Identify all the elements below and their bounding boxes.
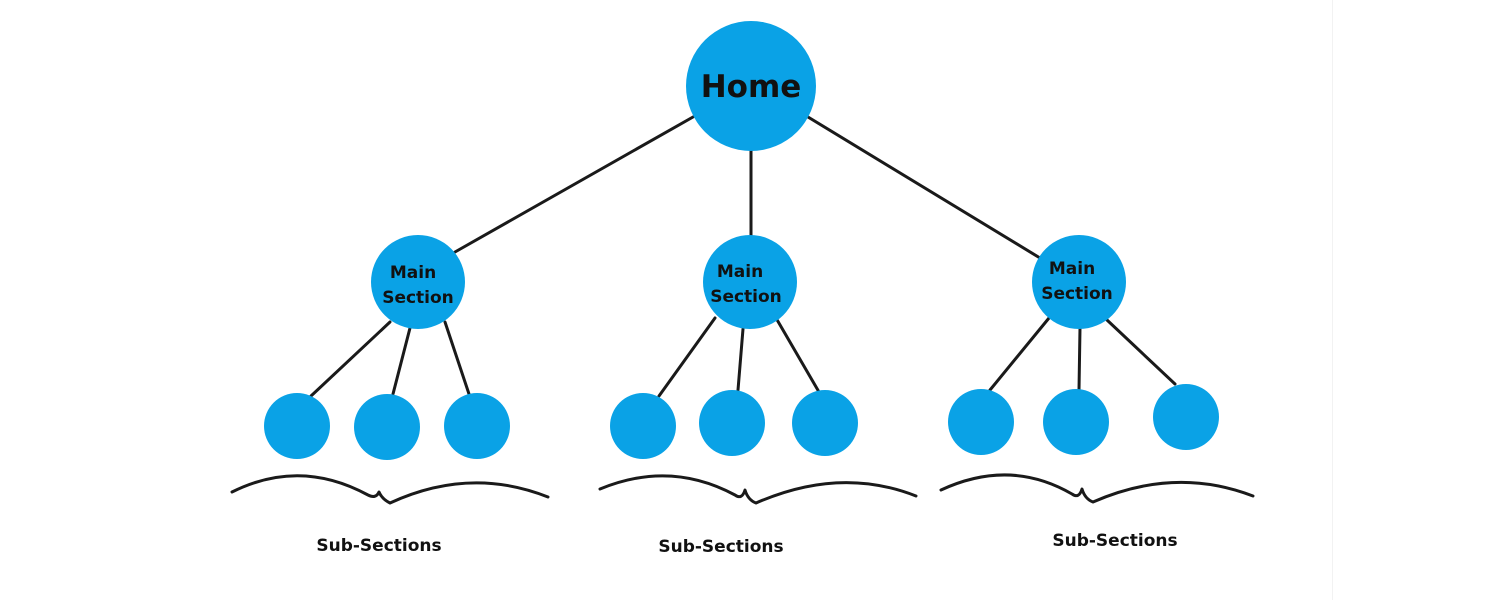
main-section-circle [371, 235, 465, 329]
sub-sections-brace-3 [939, 473, 1255, 504]
main-section-label-line-1: Main [1049, 259, 1095, 279]
edge-section-1-to-sub-2 [391, 326, 412, 396]
main-section-circle [1032, 235, 1126, 329]
edge-home-to-section-3 [806, 115, 1042, 260]
sub-sections-brace-2 [598, 474, 918, 505]
main-section-node-3: Main Section [1032, 235, 1126, 329]
edge-section-3-to-sub-2 [1077, 326, 1082, 392]
main-section-label: Main Section [1041, 259, 1113, 304]
edge-section-2-to-sub-2 [736, 327, 745, 392]
sub-section-node [610, 393, 676, 459]
sub-sections-caption-3: Sub-Sections [1052, 531, 1177, 551]
sub-section-node [354, 394, 420, 460]
main-section-label-line-1: Main [717, 262, 763, 282]
sub-section-node [444, 393, 510, 459]
edge-section-2-to-sub-1 [657, 316, 717, 398]
sub-sections-caption-2: Sub-Sections [658, 537, 783, 557]
edge-home-to-section-1 [453, 115, 695, 254]
home-node: Home [686, 21, 816, 151]
sub-section-node [792, 390, 858, 456]
sub-section-node [948, 389, 1014, 455]
edge-section-1-to-sub-1 [309, 320, 392, 398]
main-section-circle [703, 235, 797, 329]
main-section-label-line-1: Main [390, 263, 436, 283]
sub-sections-brace-1 [230, 474, 550, 505]
sub-section-node [264, 393, 330, 459]
edge-section-2-to-sub-3 [774, 316, 821, 394]
main-section-label-line-2: Section [382, 288, 454, 308]
sub-sections-caption-1: Sub-Sections [316, 536, 441, 556]
edge-section-1-to-sub-3 [443, 320, 471, 396]
home-label: Home [701, 69, 802, 105]
edge-section-3-to-sub-1 [988, 316, 1051, 392]
page-edge-divider [1332, 0, 1333, 600]
main-section-label-line-2: Section [710, 287, 782, 307]
sub-section-node [1043, 389, 1109, 455]
main-section-node-2: Main Section [703, 235, 797, 329]
main-section-label: Main Section [382, 263, 454, 308]
main-section-node-1: Main Section [371, 235, 465, 329]
main-section-label: Main Section [710, 262, 782, 307]
edge-section-3-to-sub-3 [1105, 318, 1177, 386]
sub-section-node [699, 390, 765, 456]
home-circle [686, 21, 816, 151]
main-section-label-line-2: Section [1041, 284, 1113, 304]
sub-section-node [1153, 384, 1219, 450]
